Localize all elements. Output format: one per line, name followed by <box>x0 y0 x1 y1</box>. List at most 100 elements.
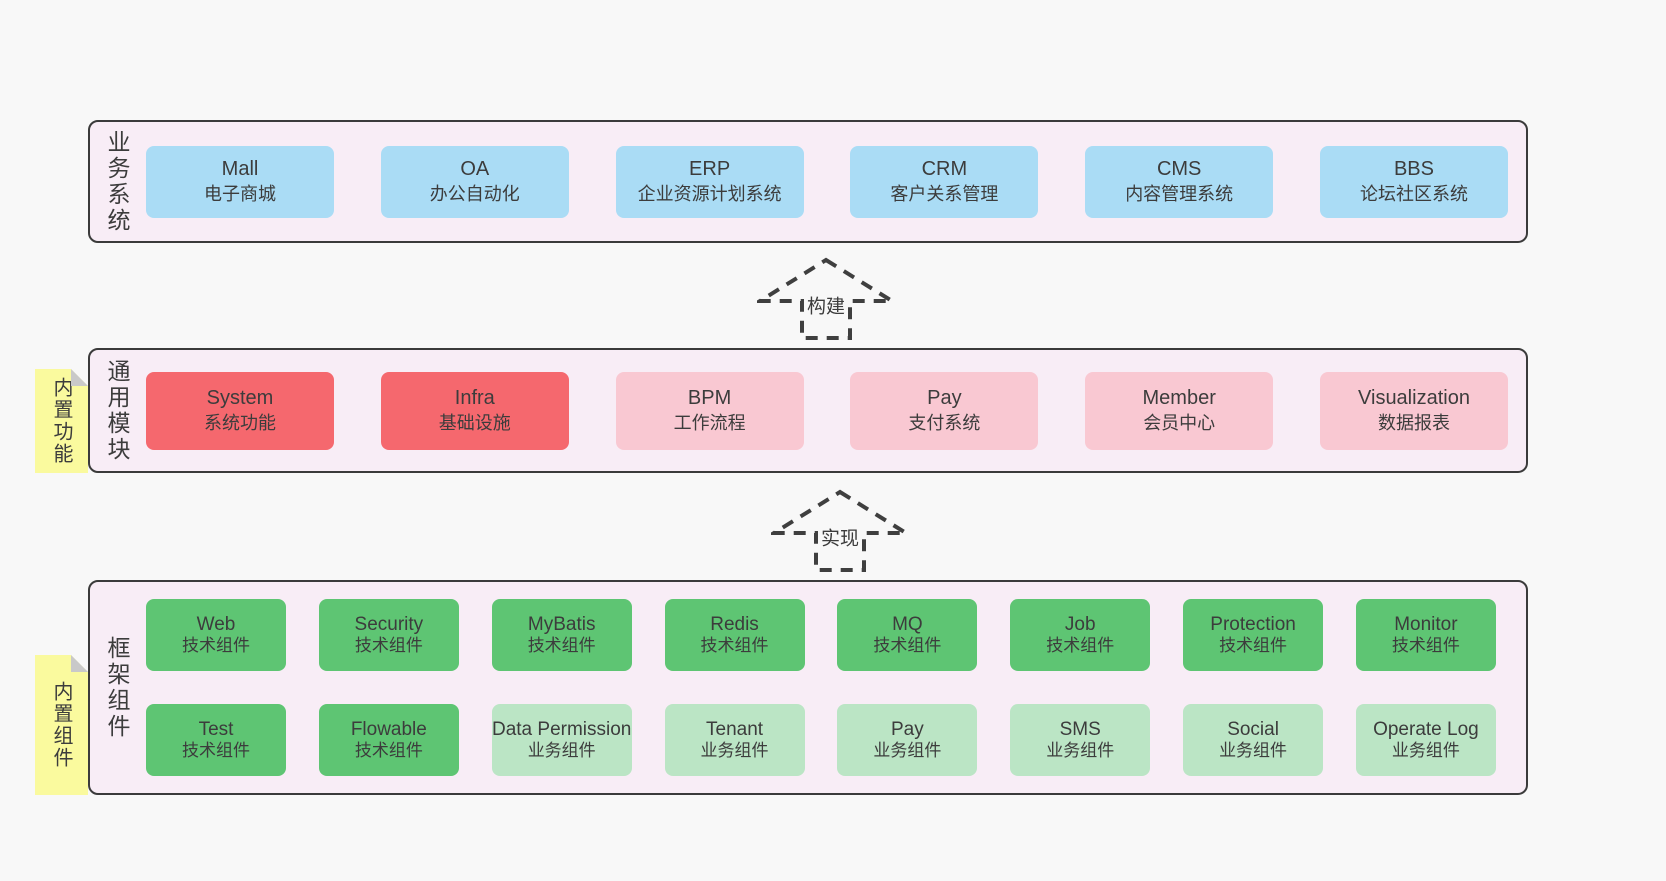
framework-components-rows: Web 技术组件 Security 技术组件 MyBatis 技术组件 <box>144 582 1526 793</box>
box-title: Test <box>198 719 234 741</box>
box-title: BPM <box>687 387 732 410</box>
framework-component-box: Redis 技术组件 <box>664 598 805 671</box>
box-subtitle: 业务组件 <box>1046 741 1115 761</box>
implement-arrow: 实现 <box>771 489 909 573</box>
box-subtitle: 业务组件 <box>527 741 596 761</box>
box-title: ERP <box>689 158 731 181</box>
box-subtitle: 技术组件 <box>873 635 942 655</box>
business-systems-label: 业务系统 <box>104 129 130 234</box>
box-subtitle: 技术组件 <box>182 741 250 761</box>
box-subtitle: 业务组件 <box>1219 741 1288 761</box>
module-box: Pay 支付系统 <box>850 371 1039 450</box>
box-title: CRM <box>921 158 968 181</box>
framework-component-box: Pay 业务组件 <box>837 704 978 777</box>
box-subtitle: 业务组件 <box>873 741 942 761</box>
framework-component-box: SMS 业务组件 <box>1010 704 1151 777</box>
build-arrow-label: 构建 <box>803 291 849 319</box>
box-title: Mall <box>221 158 259 181</box>
business-system-box: CMS 内容管理系统 <box>1085 145 1274 218</box>
box-title: MyBatis <box>527 613 596 635</box>
framework-component-box: Security 技术组件 <box>318 598 459 671</box>
framework-component-box: Operate Log 业务组件 <box>1355 704 1496 777</box>
box-subtitle: 论坛社区系统 <box>1359 183 1468 204</box>
framework-component-box: Test 技术组件 <box>146 704 286 777</box>
framework-component-box: Job 技术组件 <box>1010 598 1151 671</box>
implement-arrow-label: 实现 <box>817 523 863 551</box>
box-title: Job <box>1064 613 1096 635</box>
box-title: SMS <box>1059 719 1101 741</box>
business-systems-rows: Mall 电子商城 OA 办公自动化 ERP 企业资源计划系统 CRM <box>144 122 1526 241</box>
box-title: Visualization <box>1358 387 1470 410</box>
business-system-box: CRM 客户关系管理 <box>850 145 1039 218</box>
box-title: Security <box>354 613 424 635</box>
box-title: Data Permission <box>491 719 632 741</box>
common-modules-rows: System 系统功能 Infra 基础设施 BPM 工作流程 Pay <box>144 350 1526 471</box>
framework-row-1: Web 技术组件 Security 技术组件 MyBatis 技术组件 <box>144 582 1526 688</box>
box-subtitle: 办公自动化 <box>429 183 520 204</box>
box-subtitle: 技术组件 <box>527 635 596 655</box>
box-subtitle: 技术组件 <box>182 635 250 655</box>
box-title: Monitor <box>1394 613 1458 635</box>
box-title: Pay <box>891 719 924 741</box>
common-modules-label: 通用模块 <box>104 358 130 463</box>
box-subtitle: 工作流程 <box>673 412 746 433</box>
module-box: System 系统功能 <box>146 371 334 450</box>
box-title: Pay <box>927 387 962 410</box>
box-title: Redis <box>710 613 759 635</box>
common-modules-panel: 通用模块 System 系统功能 Infra 基础设施 BPM <box>88 348 1528 473</box>
box-subtitle: 技术组件 <box>1391 635 1460 655</box>
framework-component-box: Social 业务组件 <box>1183 704 1324 777</box>
module-box: Member 会员中心 <box>1085 371 1274 450</box>
business-systems-row: Mall 电子商城 OA 办公自动化 ERP 企业资源计划系统 CRM <box>144 122 1526 241</box>
framework-component-box: Tenant 业务组件 <box>664 704 805 777</box>
box-subtitle: 技术组件 <box>354 741 423 761</box>
business-system-box: ERP 企业资源计划系统 <box>615 145 804 218</box>
framework-component-box: Flowable 技术组件 <box>318 704 459 777</box>
business-system-box: OA 办公自动化 <box>380 145 569 218</box>
module-box: BPM 工作流程 <box>615 371 804 450</box>
box-subtitle: 会员中心 <box>1143 412 1216 433</box>
framework-component-box: MyBatis 技术组件 <box>491 598 632 671</box>
framework-row-2: Test 技术组件 Flowable 技术组件 Data Permission … <box>144 688 1526 794</box>
box-subtitle: 支付系统 <box>908 412 981 433</box>
box-subtitle: 内容管理系统 <box>1125 183 1234 204</box>
common-modules-row: System 系统功能 Infra 基础设施 BPM 工作流程 Pay <box>144 350 1526 471</box>
box-subtitle: 电子商城 <box>204 183 276 204</box>
framework-component-box: Web 技术组件 <box>146 598 286 671</box>
box-title: System <box>206 387 274 410</box>
box-subtitle: 业务组件 <box>700 741 769 761</box>
module-box: Visualization 数据报表 <box>1319 371 1508 450</box>
box-subtitle: 业务组件 <box>1391 741 1460 761</box>
box-subtitle: 数据报表 <box>1377 412 1450 433</box>
dashed-up-arrow-icon <box>757 257 895 340</box>
box-subtitle: 系统功能 <box>204 412 276 433</box>
box-subtitle: 技术组件 <box>1219 635 1288 655</box>
framework-components-panel: 框架组件 Web 技术组件 Security 技术组件 MyBatis <box>88 580 1528 795</box>
business-systems-panel: 业务系统 Mall 电子商城 OA 办公自动化 ERP <box>88 120 1528 243</box>
built-in-components-tab: 内置组件 <box>35 655 88 795</box>
dashed-up-arrow-icon <box>771 489 909 572</box>
business-system-box: BBS 论坛社区系统 <box>1319 145 1508 218</box>
box-title: MQ <box>892 613 923 635</box>
box-title: Infra <box>454 387 495 410</box>
box-subtitle: 基础设施 <box>438 412 511 433</box>
box-title: Operate Log <box>1373 719 1479 741</box>
box-title: Social <box>1227 719 1279 741</box>
framework-components-label: 框架组件 <box>104 635 130 740</box>
build-arrow: 构建 <box>757 257 895 341</box>
box-subtitle: 技术组件 <box>700 635 769 655</box>
business-system-box: Mall 电子商城 <box>146 145 334 218</box>
framework-component-box: Protection 技术组件 <box>1183 598 1324 671</box>
box-title: Member <box>1142 387 1216 410</box>
box-subtitle: 企业资源计划系统 <box>637 183 782 204</box>
framework-component-box: Data Permission 业务组件 <box>491 704 632 777</box>
box-title: Tenant <box>706 719 764 741</box>
module-box: Infra 基础设施 <box>380 371 569 450</box>
box-title: BBS <box>1393 158 1434 181</box>
box-subtitle: 技术组件 <box>1046 635 1115 655</box>
built-in-features-tab-label: 内置功能 <box>50 377 72 465</box>
box-title: Flowable <box>350 719 427 741</box>
box-subtitle: 客户关系管理 <box>890 183 999 204</box>
box-title: Web <box>196 613 236 635</box>
box-subtitle: 技术组件 <box>354 635 423 655</box>
